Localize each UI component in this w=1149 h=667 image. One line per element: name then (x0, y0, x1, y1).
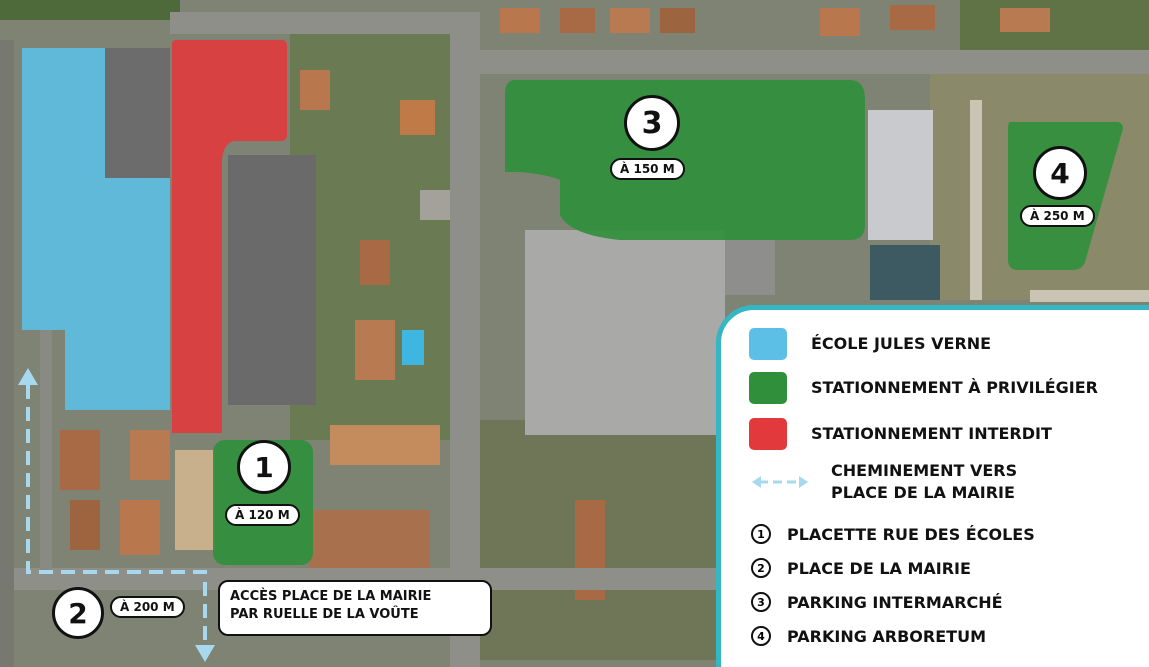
marker-4-distance: À 250 M (1020, 205, 1095, 227)
marker-2-badge: 2 (52, 587, 104, 639)
swatch-ecole (749, 328, 787, 360)
legend-label-cheminement-1: CHEMINEMENT VERS (831, 461, 1018, 480)
swatch-interdit (749, 418, 787, 450)
legend-number-1: 1 (751, 524, 771, 544)
legend-numbered-label-3: PARKING INTERMARCHÉ (787, 592, 1003, 612)
legend-label-ecole: ÉCOLE JULES VERNE (811, 334, 992, 353)
legend-label-cheminement-2: PLACE DE LA MAIRIE (831, 483, 1015, 502)
marker-3-badge: 3 (624, 95, 680, 151)
legend-number-2: 2 (751, 558, 771, 578)
callout-acces: ACCÈS PLACE DE LA MAIRIE PAR RUELLE DE L… (218, 580, 492, 636)
legend-numbered-label-1: PLACETTE RUE DES ÉCOLES (787, 524, 1035, 544)
legend-numbered-label-4: PARKING ARBORETUM (787, 626, 986, 646)
legend-number-3: 3 (751, 592, 771, 612)
legend-panel: ÉCOLE JULES VERNE STATIONNEMENT À PRIVIL… (716, 305, 1149, 667)
legend-numbered-3: 3 PARKING INTERMARCHÉ (751, 592, 1003, 612)
marker-1-badge: 1 (237, 440, 291, 494)
zone-parking-intermarche (505, 80, 865, 240)
callout-line-1: ACCÈS PLACE DE LA MAIRIE (230, 589, 432, 604)
marker-2-distance: À 200 M (110, 596, 185, 618)
cheminement-path (26, 385, 207, 650)
legend-item-stationnement-interdit: STATIONNEMENT INTERDIT (749, 418, 1052, 450)
zone-ecole (22, 48, 170, 410)
swatch-privilegier (749, 372, 787, 404)
legend-numbered-label-2: PLACE DE LA MAIRIE (787, 558, 971, 578)
arrow-up-icon (18, 368, 38, 385)
legend-numbered-1: 1 PLACETTE RUE DES ÉCOLES (751, 524, 1035, 544)
legend-item-cheminement: CHEMINEMENT VERS PLACE DE LA MAIRIE (749, 460, 1017, 504)
marker-3-distance: À 150 M (610, 158, 685, 180)
marker-1-distance: À 120 M (225, 504, 300, 526)
arrow-down-icon (195, 645, 215, 662)
legend-item-ecole: ÉCOLE JULES VERNE (749, 328, 991, 360)
legend-label-privilegier: STATIONNEMENT À PRIVILÉGIER (811, 378, 1098, 397)
legend-numbered-2: 2 PLACE DE LA MAIRIE (751, 558, 971, 578)
legend-numbered-4: 4 PARKING ARBORETUM (751, 626, 986, 646)
zone-stationnement-interdit (172, 40, 287, 433)
dashed-arrow-icon (752, 476, 808, 488)
legend-item-stationnement-privilegier: STATIONNEMENT À PRIVILÉGIER (749, 372, 1098, 404)
legend-number-4: 4 (751, 626, 771, 646)
legend-label-interdit: STATIONNEMENT INTERDIT (811, 424, 1052, 443)
marker-4-badge: 4 (1033, 146, 1087, 200)
callout-line-2: PAR RUELLE DE LA VOÛTE (230, 607, 419, 622)
